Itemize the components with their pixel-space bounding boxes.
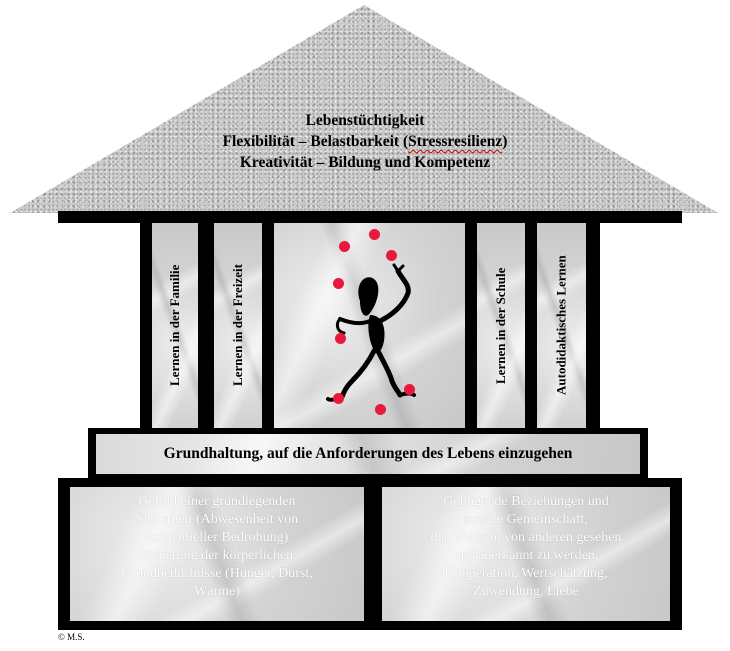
relationships-line: Gelingende Beziehungen und [443, 494, 609, 509]
foundation-relationships-box: Gelingende Beziehungen und soziale Gemei… [382, 487, 670, 621]
juggler-panel [274, 223, 465, 428]
juggling-ball [386, 250, 397, 261]
pillar-autodidaktisch: Autodidaktisches Lernen [537, 223, 586, 428]
juggling-ball [333, 278, 344, 289]
security-line: Wärme) [194, 584, 240, 599]
relationships-line: der Wunsch, von anderen gesehen [430, 530, 622, 545]
foundation-security-box: Gefühl einer grundlegenden Sicherheit (A… [70, 487, 364, 621]
pillar-familie: Lernen in der Familie [152, 223, 198, 428]
juggler-figure-icon [326, 263, 416, 402]
juggling-ball [333, 393, 344, 404]
juggling-ball [335, 333, 346, 344]
relationships-line: und anerkannt zu werden, [453, 548, 599, 563]
relationships-line: Zuwendung, Liebe [473, 584, 579, 599]
juggling-ball [339, 241, 350, 252]
juggling-ball [369, 229, 380, 240]
roof-line-2-b: Stressresilienz [408, 133, 503, 150]
security-line: Sicherung der körperlichen [140, 548, 294, 563]
pillar-schule: Lernen in der Schule [477, 223, 525, 428]
pillar-freizeit: Lernen in der Freizeit [214, 223, 262, 428]
security-line: Sicherheit (Abwesenheit von [135, 512, 299, 527]
juggling-ball [404, 384, 415, 395]
roof-line-1: Lebenstüchtigkeit [305, 112, 425, 129]
copyright-note: © M.S. [58, 632, 85, 642]
roof-line-3: Kreativität – Bildung und Kompetenz [239, 154, 491, 171]
juggling-ball [375, 404, 386, 415]
relationships-line: Kooperation, Wertschätzung, [444, 566, 608, 581]
relationships-line: soziale Gemeinschaft, [464, 512, 588, 527]
roof-line-2: Flexibilität – Belastbarkeit (Stressresi… [130, 131, 600, 152]
security-line: existentieller Bedrohung) [145, 530, 289, 545]
roof-line-2-a: Flexibilität – Belastbarkeit ( [222, 133, 409, 150]
attitude-band: Grundhaltung, auf die Anforderungen des … [96, 434, 640, 474]
security-line: Grundbedürfnisse (Hunger, Durst, [121, 566, 313, 581]
roof [10, 5, 718, 213]
roof-line-2-c: ) [502, 133, 508, 150]
security-line: Gefühl einer grundlegenden [138, 494, 296, 509]
